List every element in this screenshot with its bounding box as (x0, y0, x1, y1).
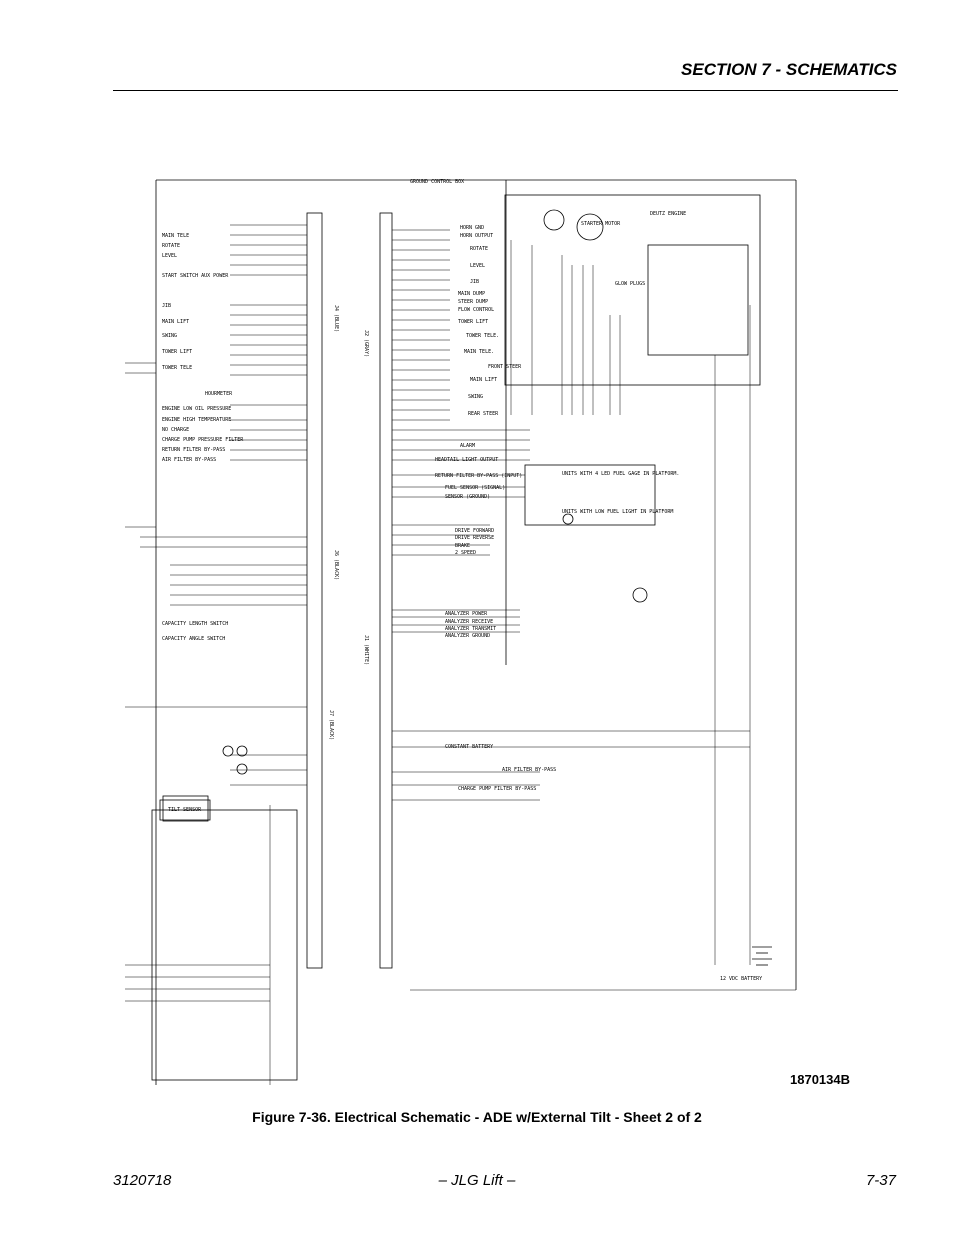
right-label: ANALYZER TRANSMIT (445, 626, 496, 632)
right-label: AIR FILTER BY-PASS (502, 767, 556, 773)
right-label: RETURN FILTER BY-PASS (INPUT) (435, 473, 522, 479)
right-label: TOWER TELE. (466, 333, 499, 339)
left-label: CHARGE PUMP PRESSURE FILTER (162, 437, 244, 443)
left-label: AIR FILTER BY-PASS (162, 457, 216, 463)
left-label: MAIN LIFT (162, 319, 189, 325)
right-label: ANALYZER POWER (445, 611, 488, 617)
left-label: TOWER LIFT (162, 349, 192, 355)
right-label: SENSOR (GROUND) (445, 494, 490, 500)
right-label: ROTATE (470, 246, 488, 252)
connector-label: J2 (GRAY) (363, 330, 369, 357)
header-rule (113, 90, 898, 91)
right-label: MAIN TELE. (464, 349, 494, 355)
right-label: FLOW CONTROL (458, 307, 494, 313)
connector-label: J6 (BLACK) (333, 550, 339, 580)
left-label: HOURMETER (205, 391, 233, 397)
right-label: FUEL SENSOR (SIGNAL) (445, 485, 505, 491)
fuel-gage-note: UNITS WITH 4 LED FUEL GAGE IN PLATFORM. (562, 471, 679, 477)
left-label: JIB (162, 303, 171, 309)
right-label: CONSTANT BATTERY (445, 744, 493, 750)
left-label: SWING (162, 333, 177, 339)
right-label: FRONT STEER (488, 364, 522, 370)
right-label: DRIVE REVERSE (455, 535, 494, 541)
footer-center: – JLG Lift – (438, 1172, 516, 1189)
left-label: CAPACITY ANGLE SWITCH (162, 636, 225, 642)
ground-control-box-label: GROUND CONTROL BOX (410, 179, 464, 185)
drawing-number: 1870134B (790, 1072, 850, 1087)
connector-label: J1 (WHITE) (363, 635, 369, 665)
right-label: MAIN DUMP (458, 291, 485, 297)
right-label: STEER DUMP (458, 299, 488, 305)
left-label: LEVEL (162, 253, 177, 259)
glow-plugs-label: GLOW PLUGS (615, 281, 645, 287)
right-label: SWING (468, 394, 483, 400)
right-label: ANALYZER RECEIVE (445, 619, 493, 625)
left-label: ENGINE HIGH TEMPERATURE (162, 417, 231, 423)
right-label: HORN GND (460, 225, 484, 231)
right-label: HEADTAIL LIGHT OUTPUT (435, 457, 498, 463)
engine-label: DEUTZ ENGINE (650, 211, 686, 217)
right-label: BRAKE (455, 543, 470, 549)
right-label: JIB (470, 279, 479, 285)
section-title: SECTION 7 - SCHEMATICS (681, 60, 897, 79)
alarm-label: ALARM (460, 443, 475, 449)
left-label: ENGINE LOW OIL PRESSURE (162, 406, 231, 412)
left-label: MAIN TELE (162, 233, 189, 239)
right-label: HORN OUTPUT (460, 233, 493, 239)
figure-caption: Figure 7-36. Electrical Schematic - ADE … (252, 1109, 702, 1125)
right-label: ANALYZER GROUND (445, 633, 490, 639)
right-label: MAIN LIFT (470, 377, 497, 383)
left-label: RETURN FILTER BY-PASS (162, 447, 225, 453)
tilt-sensor-label: TILT SENSOR (168, 807, 202, 813)
right-label: REAR STEER (468, 411, 499, 417)
connector-label: J7 (BLACK) (328, 710, 334, 740)
right-label: TOWER LIFT (458, 319, 488, 325)
connector-label: J4 (BLUE) (333, 305, 339, 332)
doc-number: 3120718 (113, 1172, 172, 1189)
left-label: START SWITCH AUX POWER (162, 273, 229, 279)
left-label: CAPACITY LENGTH SWITCH (162, 621, 228, 627)
left-label: NO CHARGE (162, 427, 189, 433)
right-label: 2 SPEED (455, 550, 476, 556)
left-label: ROTATE (162, 243, 180, 249)
left-label: TOWER TELE (162, 365, 192, 371)
battery-label: 12 VDC BATTERY (720, 976, 762, 982)
right-label: CHARGE PUMP FILTER BY-PASS (458, 786, 536, 792)
starter-motor-label: STARTER MOTOR (581, 221, 621, 227)
page-number: 7-37 (865, 1172, 896, 1189)
electrical-schematic: GROUND CONTROL BOX DEUTZ ENGINE STARTER … (125, 179, 797, 1085)
right-label: DRIVE FORWARD (455, 528, 494, 534)
low-fuel-note: UNITS WITH LOW FUEL LIGHT IN PLATFORM (562, 509, 673, 515)
right-label: LEVEL (470, 263, 485, 269)
